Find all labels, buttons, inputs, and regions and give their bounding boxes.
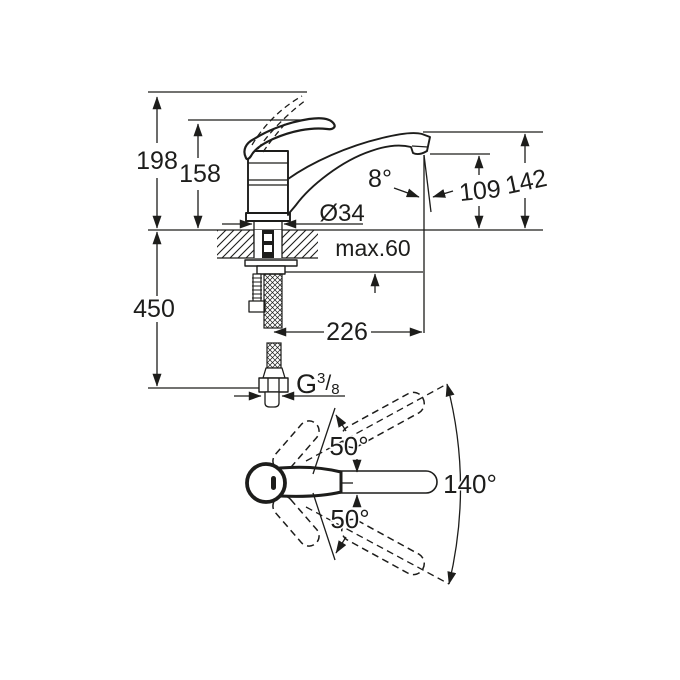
- dim-swivel-down-label: 50°: [330, 504, 369, 534]
- thread-prefix: G: [296, 369, 317, 399]
- thread-numerator: 3: [317, 370, 325, 387]
- mounting-hardware: [244, 259, 298, 408]
- thread-denominator: 8: [331, 381, 339, 398]
- dim-spout-height-label: 142: [503, 164, 550, 200]
- spout: [287, 132, 431, 216]
- supply-hose-upper: [263, 273, 283, 329]
- faucet-body: [243, 95, 431, 222]
- lever-raised-dashed: [251, 95, 307, 153]
- hose-hex-nut: [258, 377, 289, 393]
- swivel-angle-annotations: [312, 383, 462, 585]
- dim-swivel-up-label: 50°: [329, 431, 368, 461]
- dim-reach-label: 226: [326, 318, 368, 346]
- thread-slash: /: [325, 372, 331, 395]
- countertop-hatch: [217, 230, 318, 258]
- dim-total-height-label: 198: [136, 147, 178, 175]
- dim-thread-label: G3/8: [296, 369, 340, 399]
- dim-outlet-height-label: 109: [458, 175, 502, 207]
- dim-body-height-label: 158: [179, 160, 221, 188]
- supply-hose-lower: [266, 342, 282, 369]
- dim-outlet-angle-label: 8°: [368, 165, 392, 193]
- dim-swivel-total-label: 140°: [443, 469, 497, 499]
- faucet-side-view: 198 158 450 142 109 226 max.60 Ø34 8° G3…: [132, 91, 551, 408]
- faucet-top-view-solid: [245, 462, 438, 504]
- swivel-top-view: 50° 50° 140°: [245, 383, 498, 585]
- lever-knob-top-view: [245, 462, 287, 504]
- dim-below-deck-label: 450: [133, 295, 175, 323]
- dimension-annotations: [152, 96, 530, 401]
- dim-base-diameter-label: Ø34: [319, 200, 364, 227]
- dim-deck-thickness-label: max.60: [335, 235, 410, 261]
